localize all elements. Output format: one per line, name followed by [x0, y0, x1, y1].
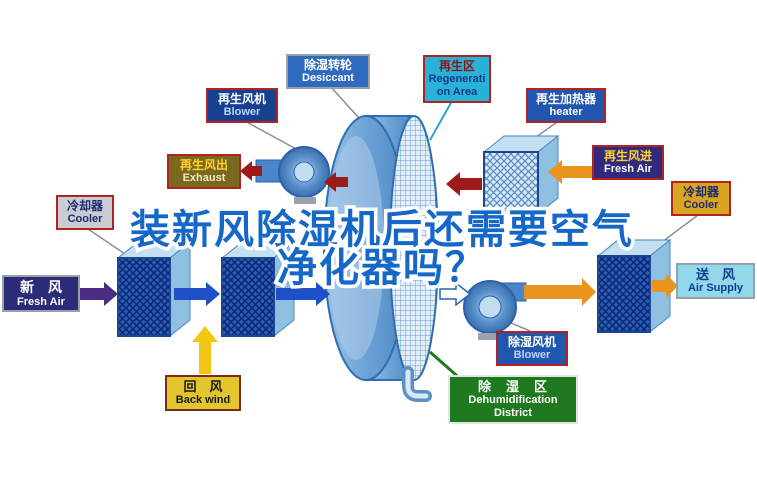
- label-regen-fresh-air-en: Fresh Air: [604, 163, 652, 176]
- label-dehum-district-en2: District: [494, 407, 532, 420]
- heater-box: [482, 134, 560, 216]
- label-air-supply-zh: 送 风: [695, 267, 735, 282]
- label-fresh-air-en: Fresh Air: [17, 295, 65, 308]
- label-regen-area-zh: 再生区: [438, 59, 475, 73]
- arrow-wheel-to-regen-fan: [324, 172, 348, 192]
- label-dehum-district-zh: 除 湿 区: [477, 379, 548, 394]
- wheel-drain-pipe: [402, 366, 432, 402]
- arrow-filter1-to-filter2: [174, 282, 220, 306]
- arrow-to-air-supply: [652, 274, 678, 298]
- dehum-blower-fan: [463, 280, 527, 340]
- label-desiccant-zh: 除湿转轮: [303, 58, 352, 72]
- desiccant-wheel: [323, 115, 439, 381]
- label-regen-heater-en: heater: [549, 106, 583, 119]
- label-exhaust-zh: 再生风出: [179, 158, 228, 172]
- label-cooler-right-en: Cooler: [683, 199, 719, 212]
- label-cooler-right: 冷却器 Cooler: [671, 181, 731, 217]
- regen-area-leader: [429, 100, 453, 141]
- label-exhaust-en: Exhaust: [182, 172, 226, 185]
- arrow-return-air-up: [192, 326, 218, 374]
- label-air-supply: 送 风 Air Supply: [676, 263, 755, 300]
- arrow-to-exhaust: [240, 161, 262, 181]
- filter-box-1: [116, 240, 192, 338]
- label-cooler-right-zh: 冷却器: [682, 185, 719, 199]
- arrow-fan-to-cooler: [524, 278, 596, 306]
- label-regen-area: 再生区 Regenerati on Area: [423, 55, 491, 104]
- label-back-wind-en: Back wind: [175, 394, 231, 407]
- label-exhaust: 再生风出 Exhaust: [167, 154, 241, 190]
- label-dehum-district: 除 湿 区 Dehumidification District: [448, 375, 578, 425]
- label-regen-fresh-air: 再生风进 Fresh Air: [592, 145, 664, 181]
- label-regen-heater-zh: 再生加热器: [535, 92, 596, 106]
- label-regen-blower: 再生风机 Blower: [206, 88, 278, 124]
- arrow-fresh-air-in: [80, 282, 118, 306]
- label-back-wind-zh: 回 风: [183, 379, 223, 394]
- label-regen-area-en1: Regenerati: [428, 73, 486, 86]
- label-regen-area-en2: on Area: [436, 86, 478, 99]
- label-cooler-left-en: Cooler: [67, 213, 103, 226]
- arrow-filter2-to-wheel: [276, 282, 330, 306]
- regen-blower-fan: [255, 146, 330, 204]
- label-regen-blower-zh: 再生风机: [217, 92, 266, 106]
- label-air-supply-en: Air Supply: [687, 282, 743, 295]
- label-back-wind: 回 风 Back wind: [165, 375, 241, 412]
- label-desiccant-en: Desiccant: [302, 72, 354, 85]
- label-regen-heater: 再生加热器 heater: [526, 88, 606, 124]
- label-fresh-air: 新 风 Fresh Air: [2, 275, 80, 313]
- label-dehum-blower-zh: 除湿风机: [507, 335, 556, 349]
- label-cooler-left-zh: 冷却器: [66, 199, 103, 213]
- arrow-regen-intake: [548, 160, 596, 184]
- label-dehum-blower-en: Blower: [513, 349, 551, 362]
- label-dehum-district-en1: Dehumidification: [468, 394, 558, 407]
- label-fresh-air-zh: 新 风: [20, 279, 62, 295]
- arrow-wheel-to-fan: [439, 281, 472, 307]
- label-regen-blower-en: Blower: [223, 106, 261, 119]
- label-dehum-blower: 除湿风机 Blower: [496, 331, 568, 367]
- arrow-heater-to-wheel: [446, 172, 482, 196]
- label-cooler-left: 冷却器 Cooler: [56, 195, 114, 231]
- label-desiccant: 除湿转轮 Desiccant: [286, 54, 370, 90]
- leader-lines: [87, 85, 699, 332]
- label-regen-fresh-air-zh: 再生风进: [603, 149, 652, 163]
